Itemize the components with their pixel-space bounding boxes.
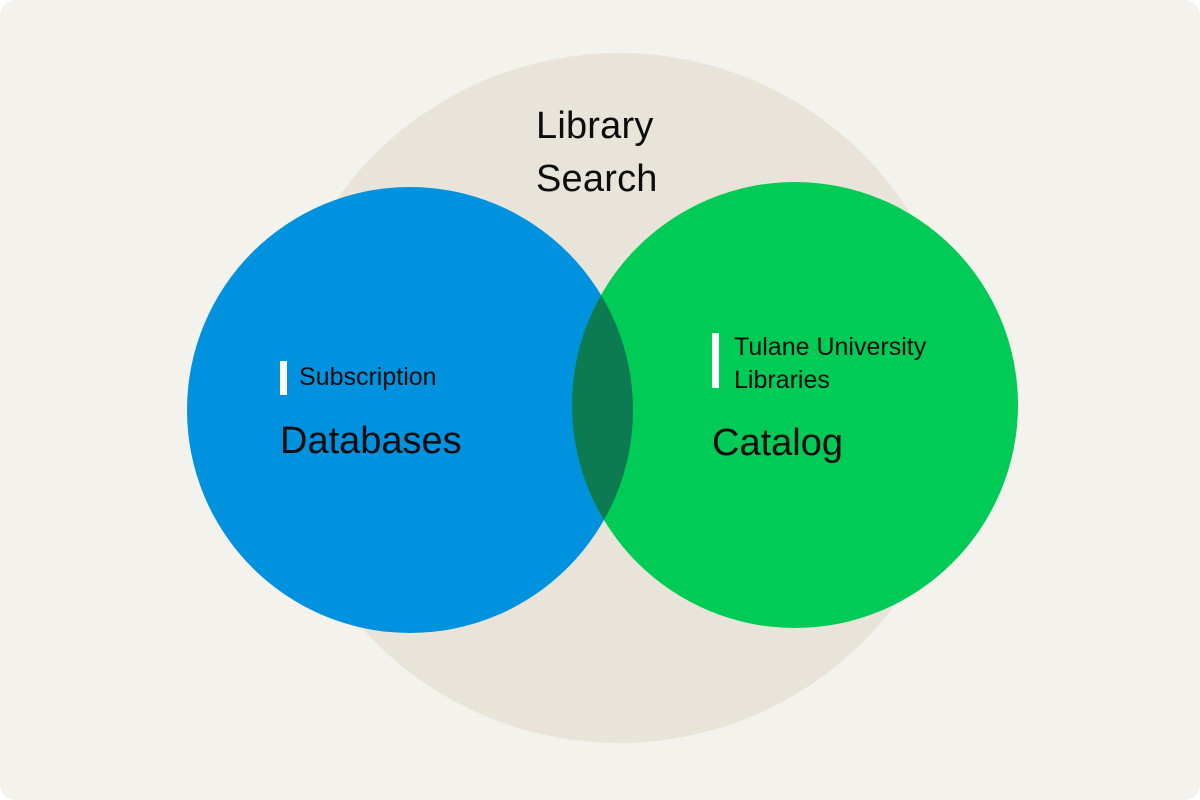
catalog-circle bbox=[572, 182, 1018, 628]
right-circle-eyebrow: Tulane University Libraries bbox=[734, 333, 927, 394]
right-label-marker-bar bbox=[712, 333, 719, 388]
right-circle-label: Catalog bbox=[712, 422, 843, 464]
left-circle-label: Databases bbox=[280, 420, 462, 462]
diagram-title: Library Search bbox=[536, 105, 658, 200]
left-circle-eyebrow: Subscription bbox=[299, 363, 437, 391]
left-label-marker-bar bbox=[280, 361, 287, 395]
subscription-databases-circle bbox=[187, 187, 633, 633]
